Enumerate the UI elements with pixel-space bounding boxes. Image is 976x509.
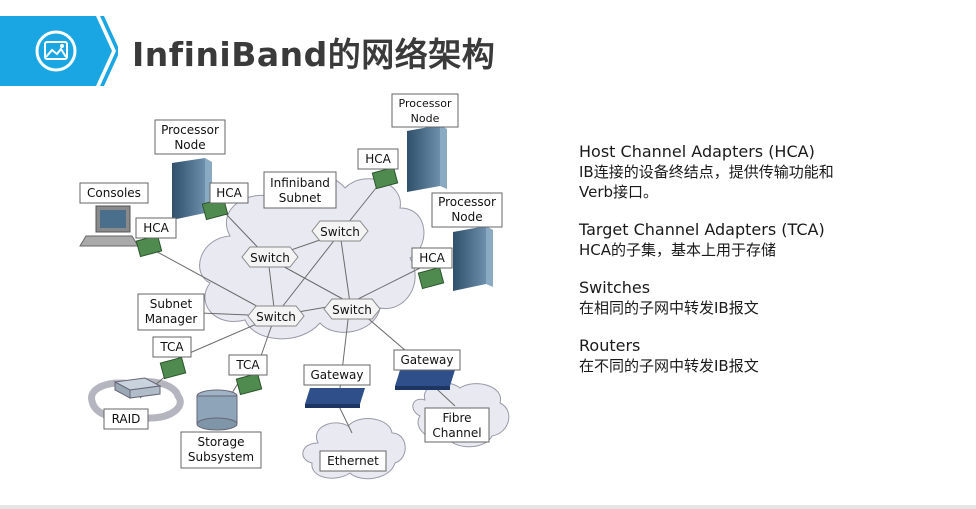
raid-box-icon xyxy=(113,377,162,399)
node-label: Processor xyxy=(161,123,219,137)
node-label: Node xyxy=(451,210,482,224)
node-label: RAID xyxy=(112,412,141,426)
legend-item-hca: Host Channel Adapters (HCA) IB连接的设备终结点，提… xyxy=(579,142,969,202)
fibre-box xyxy=(424,407,490,443)
legend-desc: 在不同的子网中转发IB报文 xyxy=(579,357,759,375)
switch-icon: Switch xyxy=(247,305,305,327)
image-icon xyxy=(35,30,77,72)
legend-term: Routers xyxy=(579,336,641,355)
legend-desc: IB连接的设备终结点，提供传输功能和 xyxy=(579,163,834,181)
consoles-box xyxy=(79,182,149,204)
switch-label: Switch xyxy=(332,303,372,317)
cloud-label: Infiniband xyxy=(270,176,330,190)
node-label: Subsystem xyxy=(188,450,254,464)
gateway-router-icon xyxy=(395,370,455,390)
tca-box xyxy=(152,336,192,358)
tca-box xyxy=(228,354,268,376)
node-label: Ethernet xyxy=(327,454,379,468)
hca-label: HCA xyxy=(419,251,445,265)
storage-disks-icon xyxy=(196,389,238,431)
node-label: Node xyxy=(174,138,205,152)
server-icon xyxy=(453,226,493,291)
legend-item-tca: Target Channel Adapters (TCA) HCA的子集，基本上… xyxy=(579,220,969,260)
gateway-box xyxy=(393,349,461,371)
gateway-router-icon xyxy=(305,388,365,408)
adapter-cards xyxy=(135,166,445,396)
infiniband-diagram: Switch Switch Switch Switch Processor No… xyxy=(79,93,510,480)
legend-desc: Verb接口。 xyxy=(579,183,659,201)
hca-label: HCA xyxy=(216,186,242,200)
hca-box xyxy=(357,148,399,170)
subnet-label-box xyxy=(263,171,337,209)
processor-node-box xyxy=(431,192,503,228)
cloud-label: Subnet xyxy=(279,191,322,205)
tca-label: TCA xyxy=(235,358,260,372)
hca-label: HCA xyxy=(365,152,391,166)
legend-desc: 在相同的子网中转发IB报文 xyxy=(579,299,759,317)
legend-item-routers: Routers 在不同的子网中转发IB报文 xyxy=(579,336,969,376)
node-label: Processor xyxy=(399,97,452,110)
switch-icon: Switch xyxy=(241,246,299,268)
gateway-label: Gateway xyxy=(310,368,363,382)
console-icon xyxy=(79,205,139,247)
node-label: Node xyxy=(411,112,440,125)
node-label: Fibre xyxy=(442,411,471,425)
title-banner xyxy=(0,16,118,86)
legend-term: Switches xyxy=(579,278,651,297)
legend-term: Target Channel Adapters (TCA) xyxy=(579,220,825,239)
hca-label: HCA xyxy=(143,221,169,235)
switch-label: Switch xyxy=(320,225,360,239)
hca-box xyxy=(411,247,453,269)
hca-box xyxy=(209,182,249,204)
gateway-label: Gateway xyxy=(400,353,453,367)
storage-box xyxy=(180,431,262,469)
node-label: Subnet xyxy=(150,297,193,311)
legend-item-switches: Switches 在相同的子网中转发IB报文 xyxy=(579,278,969,318)
switch-icon: Switch xyxy=(323,298,381,320)
switch-icon: Switch xyxy=(311,220,369,242)
legend-term: Host Channel Adapters (HCA) xyxy=(579,142,815,161)
hca-box xyxy=(135,217,177,239)
switch-label: Switch xyxy=(256,310,296,324)
subnet-manager-box xyxy=(137,293,205,331)
node-label: Processor xyxy=(438,195,496,209)
processor-node-box xyxy=(391,93,459,128)
switch-label: Switch xyxy=(250,251,290,265)
raid-box xyxy=(103,408,149,430)
node-label: Manager xyxy=(145,312,198,326)
legend-desc: HCA的子集，基本上用于存储 xyxy=(579,241,777,259)
processor-node-box xyxy=(154,119,226,155)
node-label: Storage xyxy=(198,435,245,449)
node-label: Channel xyxy=(432,426,481,440)
legend: Host Channel Adapters (HCA) IB连接的设备终结点，提… xyxy=(579,142,969,394)
tca-label: TCA xyxy=(159,340,184,354)
page-title: InfiniBand的网络架构 xyxy=(132,35,496,74)
ethernet-box xyxy=(319,450,387,472)
node-label: Consoles xyxy=(87,186,141,200)
server-icon xyxy=(407,125,447,192)
slide-bottom-edge xyxy=(0,505,976,509)
gateway-box xyxy=(303,364,371,386)
